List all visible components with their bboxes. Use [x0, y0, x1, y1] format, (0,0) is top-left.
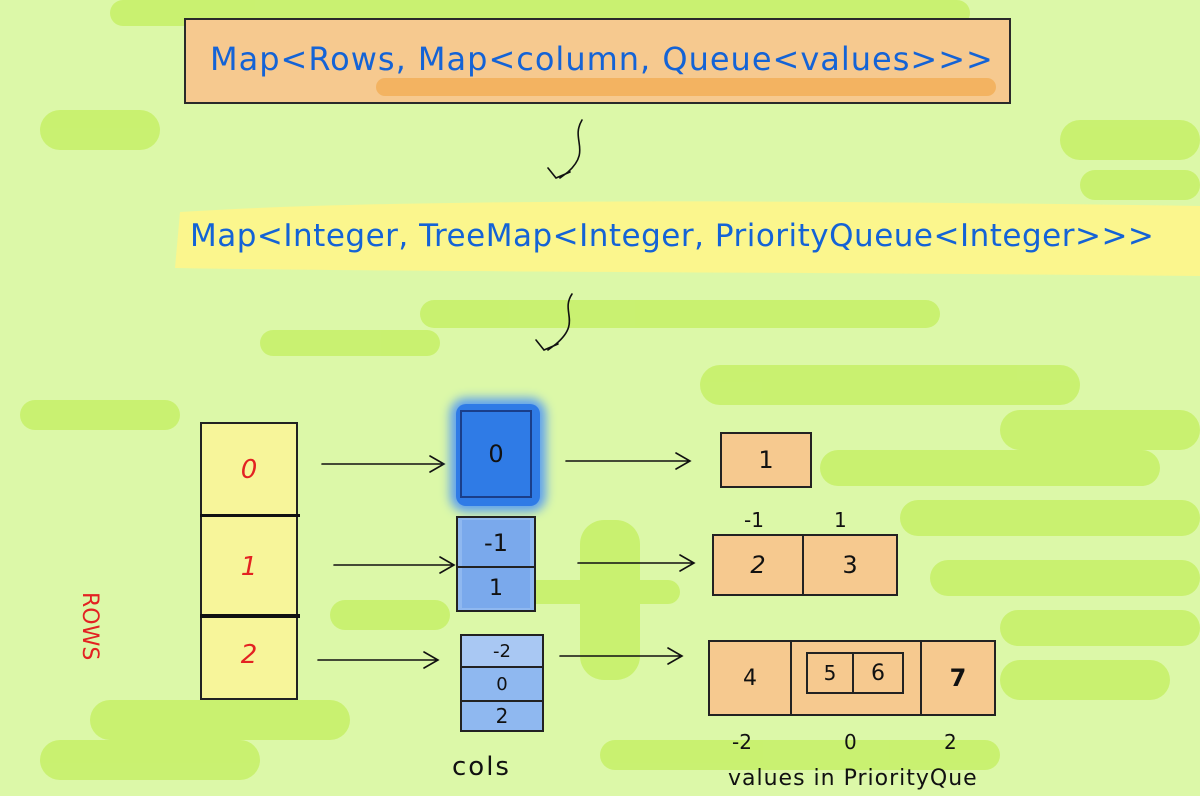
cols-divider: [458, 566, 534, 568]
queue-col-label: 1: [834, 508, 847, 532]
queue-value: 1: [758, 446, 774, 474]
curly-down-arrow-2: [535, 293, 573, 351]
arrow-row0-to-cols: [321, 455, 446, 473]
cols-cell-label: -2: [493, 640, 511, 662]
queue-cell: 7: [922, 642, 994, 714]
arrow-row1-to-cols: [333, 556, 456, 574]
queue-cell: 2: [714, 536, 804, 594]
rows-column: 0 1 2: [200, 422, 300, 700]
queue-cell: 3: [804, 536, 896, 594]
inner-queue-box: 5 6: [806, 652, 904, 694]
queue-value: 6: [871, 660, 885, 686]
queue-value: 4: [743, 665, 757, 691]
cols-group-2: -2 0 2: [460, 634, 544, 732]
cols-group-1: -1 1: [456, 516, 536, 612]
queue-value: 7: [949, 664, 967, 692]
arrow-row2-to-cols: [317, 651, 440, 669]
row-cell-label: 2: [240, 640, 258, 670]
row-divider: [200, 614, 300, 618]
arrow-cols2-to-queue: [559, 647, 684, 665]
queue-cell: 4: [710, 642, 792, 714]
type-signature-box: Map<Rows, Map<column, Queue<values>>>: [184, 18, 1011, 104]
queue-value: 3: [842, 551, 858, 579]
row-cell-label: 1: [240, 552, 258, 582]
queue-value: 5: [823, 661, 837, 685]
cols-divider: [462, 700, 542, 702]
cols-cell-label: 2: [495, 704, 509, 728]
cols-cell: -1: [462, 520, 530, 566]
queue-value: 2: [750, 551, 766, 579]
cols-cell-label: -1: [484, 529, 508, 557]
inner-queue-cell: 6: [854, 654, 902, 692]
row-cell-label: 0: [240, 455, 258, 485]
green-highlights: [20, 0, 1200, 780]
row-cell: 0: [202, 424, 296, 516]
arrows: [317, 119, 696, 669]
row-cell: 2: [202, 618, 296, 692]
queue-col-label: 0: [844, 730, 857, 754]
concrete-type-text: Map<Integer, TreeMap<Integer, PriorityQu…: [190, 218, 1155, 254]
queue-col-label: -1: [744, 508, 764, 532]
cols-cell-label: 0: [496, 673, 508, 695]
queue-values-label: values in PriorityQue: [728, 766, 978, 791]
queue-col-label: 2: [944, 730, 957, 754]
cols-divider: [462, 666, 542, 668]
rows-axis-label: ROWS: [77, 592, 102, 661]
queue-row-0: 1: [720, 432, 812, 488]
cols-cell: 0: [460, 410, 532, 498]
queue-row-2: 4 5 6 7: [708, 640, 996, 716]
queue-cell-multi: 5 6: [792, 642, 922, 714]
cols-group-0: 0: [456, 404, 540, 506]
yellow-highlight-band: [175, 201, 1200, 276]
cols-cell-label: 1: [489, 575, 503, 601]
orange-underline-stroke: [376, 78, 996, 96]
row-divider: [200, 514, 300, 517]
queue-row-1: 2 3: [712, 534, 898, 596]
cols-cell: 1: [462, 568, 530, 608]
arrow-cols0-to-queue: [565, 452, 692, 470]
cols-axis-label: cols: [452, 752, 511, 782]
cols-cell: 0: [462, 668, 542, 700]
cols-cell-label: 0: [488, 440, 504, 468]
cols-cell: 2: [462, 702, 542, 730]
inner-queue-cell: 5: [808, 654, 854, 692]
row-cell: 1: [202, 517, 296, 617]
type-signature-text: Map<Rows, Map<column, Queue<values>>>: [210, 40, 994, 78]
queue-col-label: -2: [732, 730, 752, 754]
arrow-cols1-to-queue: [577, 554, 696, 572]
curly-down-arrow-1: [547, 119, 583, 179]
cols-cell: -2: [462, 636, 542, 666]
